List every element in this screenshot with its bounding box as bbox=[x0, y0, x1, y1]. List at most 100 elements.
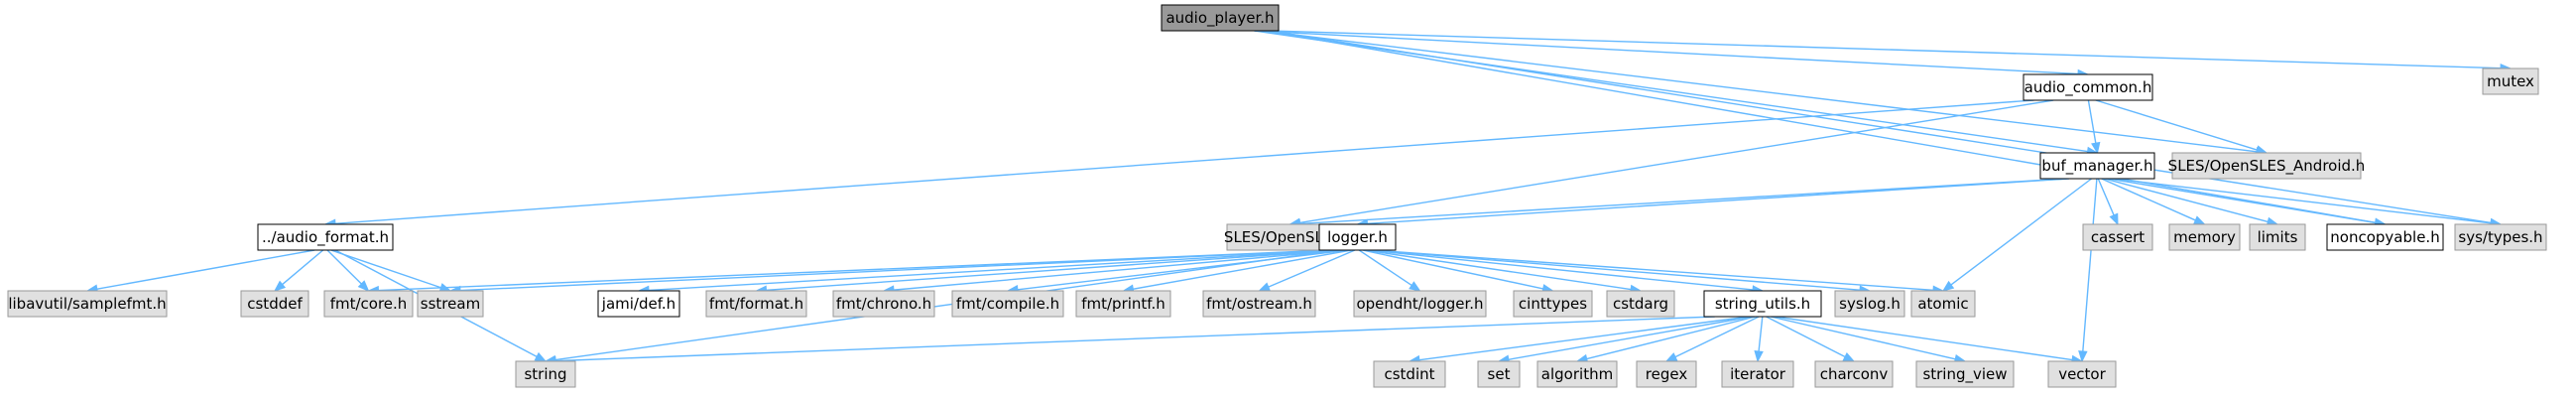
node-box bbox=[417, 290, 484, 318]
node-box bbox=[1373, 360, 1446, 388]
edge-line bbox=[554, 249, 1337, 361]
edge-line bbox=[1586, 316, 1756, 360]
node-memory[interactable]: memory bbox=[2168, 223, 2241, 251]
node-string_utils[interactable]: string_utils.h bbox=[1703, 290, 1822, 318]
edge-line bbox=[1770, 316, 1956, 360]
nodes-layer: audio_player.h audio_common.h mutex buf_man… bbox=[7, 4, 2547, 388]
node-box bbox=[1814, 360, 1894, 388]
edge-arrowhead bbox=[2192, 215, 2206, 225]
node-opendht[interactable]: opendht/logger.h bbox=[1353, 290, 1487, 318]
node-string_view[interactable]: string_view bbox=[1915, 360, 2015, 388]
node-cassert[interactable]: cassert bbox=[2082, 223, 2153, 251]
edge-line bbox=[2112, 178, 2492, 224]
node-box bbox=[1353, 290, 1487, 318]
node-label: vector bbox=[2058, 365, 2106, 383]
node-samplefmt[interactable]: libavutil/samplefmt.h bbox=[7, 290, 168, 318]
edge-line bbox=[1364, 249, 1632, 291]
edge-line bbox=[766, 249, 1342, 292]
edge-arrowhead bbox=[534, 351, 548, 362]
node-label: string_utils.h bbox=[1715, 295, 1810, 314]
node-label: fmt/compile.h bbox=[956, 295, 1059, 313]
node-label: audio_player.h bbox=[1165, 9, 1274, 28]
node-noncopyable[interactable]: noncopyable.h bbox=[2326, 223, 2444, 251]
node-fmtformat[interactable]: fmt/format.h bbox=[705, 290, 807, 318]
node-label: memory bbox=[2173, 228, 2236, 246]
node-label: buf_manager.h bbox=[2041, 157, 2152, 176]
node-audio_format[interactable]: ../audio_format.h bbox=[257, 223, 394, 251]
edge-audio_common-to-buf_manager bbox=[2087, 99, 2101, 155]
node-box bbox=[323, 290, 414, 318]
node-box bbox=[240, 290, 309, 318]
node-label: syslog.h bbox=[1839, 295, 1901, 313]
node-fmtprintf[interactable]: fmt/printf.h bbox=[1075, 290, 1171, 318]
edge-audio_common-to-sles bbox=[1288, 99, 2054, 227]
edge-line bbox=[1950, 178, 2092, 286]
edge-line bbox=[2082, 178, 2098, 352]
node-fmtcompile[interactable]: fmt/compile.h bbox=[951, 290, 1064, 318]
node-sstream[interactable]: sstream bbox=[417, 290, 484, 318]
edge-line bbox=[893, 249, 1346, 291]
node-audio_player[interactable]: audio_player.h bbox=[1161, 4, 1280, 32]
node-syslog[interactable]: syslog.h bbox=[1834, 290, 1905, 318]
node-atomic[interactable]: atomic bbox=[1910, 290, 1976, 318]
node-fmtchrono[interactable]: fmt/chrono.h bbox=[832, 290, 935, 318]
node-buf_manager[interactable]: buf_manager.h bbox=[2039, 152, 2155, 180]
edge-arrowhead bbox=[2109, 212, 2119, 226]
edge-arrowhead bbox=[273, 280, 287, 292]
node-mutex[interactable]: mutex bbox=[2482, 67, 2539, 95]
node-box bbox=[1202, 290, 1316, 318]
node-logger[interactable]: logger.h bbox=[1318, 223, 1397, 251]
node-box bbox=[1703, 290, 1822, 318]
node-systypes[interactable]: sys/types.h bbox=[2454, 223, 2547, 251]
node-regex[interactable]: regex bbox=[1636, 360, 1697, 388]
node-set[interactable]: set bbox=[1477, 360, 1521, 388]
node-limits[interactable]: limits bbox=[2249, 223, 2306, 251]
edge-line bbox=[1269, 30, 2492, 224]
edge-string_utils-to-charconv bbox=[1766, 316, 1856, 362]
node-jamidef[interactable]: jami/def.h bbox=[597, 290, 680, 318]
edge-line bbox=[1261, 30, 2258, 153]
node-box bbox=[1636, 360, 1697, 388]
node-charconv[interactable]: charconv bbox=[1814, 360, 1894, 388]
edge-line bbox=[1268, 249, 1356, 288]
node-string[interactable]: string bbox=[515, 360, 576, 388]
node-box bbox=[257, 223, 394, 251]
edge-string_utils-to-string bbox=[544, 316, 1715, 366]
edge-buf_manager-to-vector bbox=[2078, 178, 2098, 363]
edge-line bbox=[1362, 249, 1543, 290]
node-vector[interactable]: vector bbox=[2047, 360, 2117, 388]
node-box bbox=[7, 290, 168, 318]
node-fmtcore[interactable]: fmt/core.h bbox=[323, 290, 414, 318]
edge-line bbox=[1775, 316, 2073, 361]
node-box bbox=[1161, 4, 1280, 32]
node-audio_common[interactable]: audio_common.h bbox=[2023, 73, 2153, 101]
node-iterator[interactable]: iterator bbox=[1721, 360, 1794, 388]
node-sles_android[interactable]: SLES/OpenSLES_Android.h bbox=[2168, 152, 2366, 180]
edge-arrowhead bbox=[2078, 350, 2088, 363]
node-cstddef[interactable]: cstddef bbox=[240, 290, 309, 318]
edge-line bbox=[1367, 178, 2069, 225]
node-label: cstddef bbox=[247, 295, 303, 313]
node-fmtostream[interactable]: fmt/ostream.h bbox=[1202, 290, 1316, 318]
node-label: string_view bbox=[1922, 365, 2007, 384]
node-label: string bbox=[524, 365, 566, 383]
node-box bbox=[1318, 223, 1397, 251]
edge-arrowhead bbox=[1941, 280, 1955, 292]
node-label: fmt/format.h bbox=[709, 295, 803, 313]
edge-line bbox=[648, 249, 1339, 292]
node-label: noncopyable.h bbox=[2330, 228, 2439, 246]
edge-buf_manager-to-logger bbox=[1356, 178, 2069, 229]
node-box bbox=[1910, 290, 1976, 318]
node-cstdarg[interactable]: cstdarg bbox=[1606, 290, 1675, 318]
edge-audio_player-to-buf_manager bbox=[1254, 30, 2099, 157]
edge-line bbox=[1418, 316, 1750, 361]
node-cstdint[interactable]: cstdint bbox=[1373, 360, 1446, 388]
node-cinttypes[interactable]: cinttypes bbox=[1513, 290, 1593, 318]
node-algorithm[interactable]: algorithm bbox=[1536, 360, 1618, 388]
node-box bbox=[2082, 223, 2153, 251]
edges-layer bbox=[85, 30, 2513, 366]
edge-logger-to-jamidef bbox=[637, 249, 1339, 296]
node-label: logger.h bbox=[1327, 228, 1388, 246]
edge-line bbox=[96, 249, 315, 290]
